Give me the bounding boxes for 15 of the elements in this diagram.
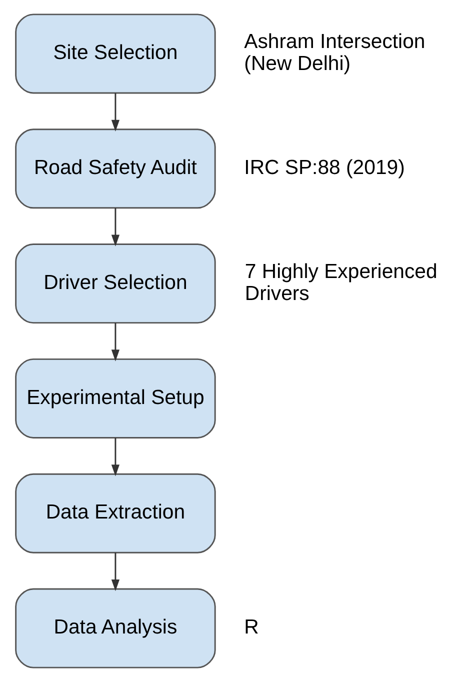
node-box: Data Extraction — [14, 473, 216, 554]
arrow — [110, 438, 120, 476]
node-box: Site Selection — [14, 14, 216, 94]
arrow — [110, 552, 120, 592]
node-box: Experimental Setup — [14, 358, 216, 438]
arrow — [110, 322, 120, 362]
arrow — [110, 208, 120, 246]
node-label: 7 Highly Experienced Drivers — [244, 261, 437, 305]
node-label: R — [244, 616, 258, 639]
node-box: Road Safety Audit — [14, 128, 216, 209]
node-box: Data Analysis — [14, 588, 216, 668]
arrow — [110, 93, 120, 132]
node-label: Ashram Intersection (New Delhi) — [244, 31, 425, 76]
node-label: IRC SP:88 (2019) — [244, 157, 404, 180]
node-box: Driver Selection — [14, 244, 216, 324]
